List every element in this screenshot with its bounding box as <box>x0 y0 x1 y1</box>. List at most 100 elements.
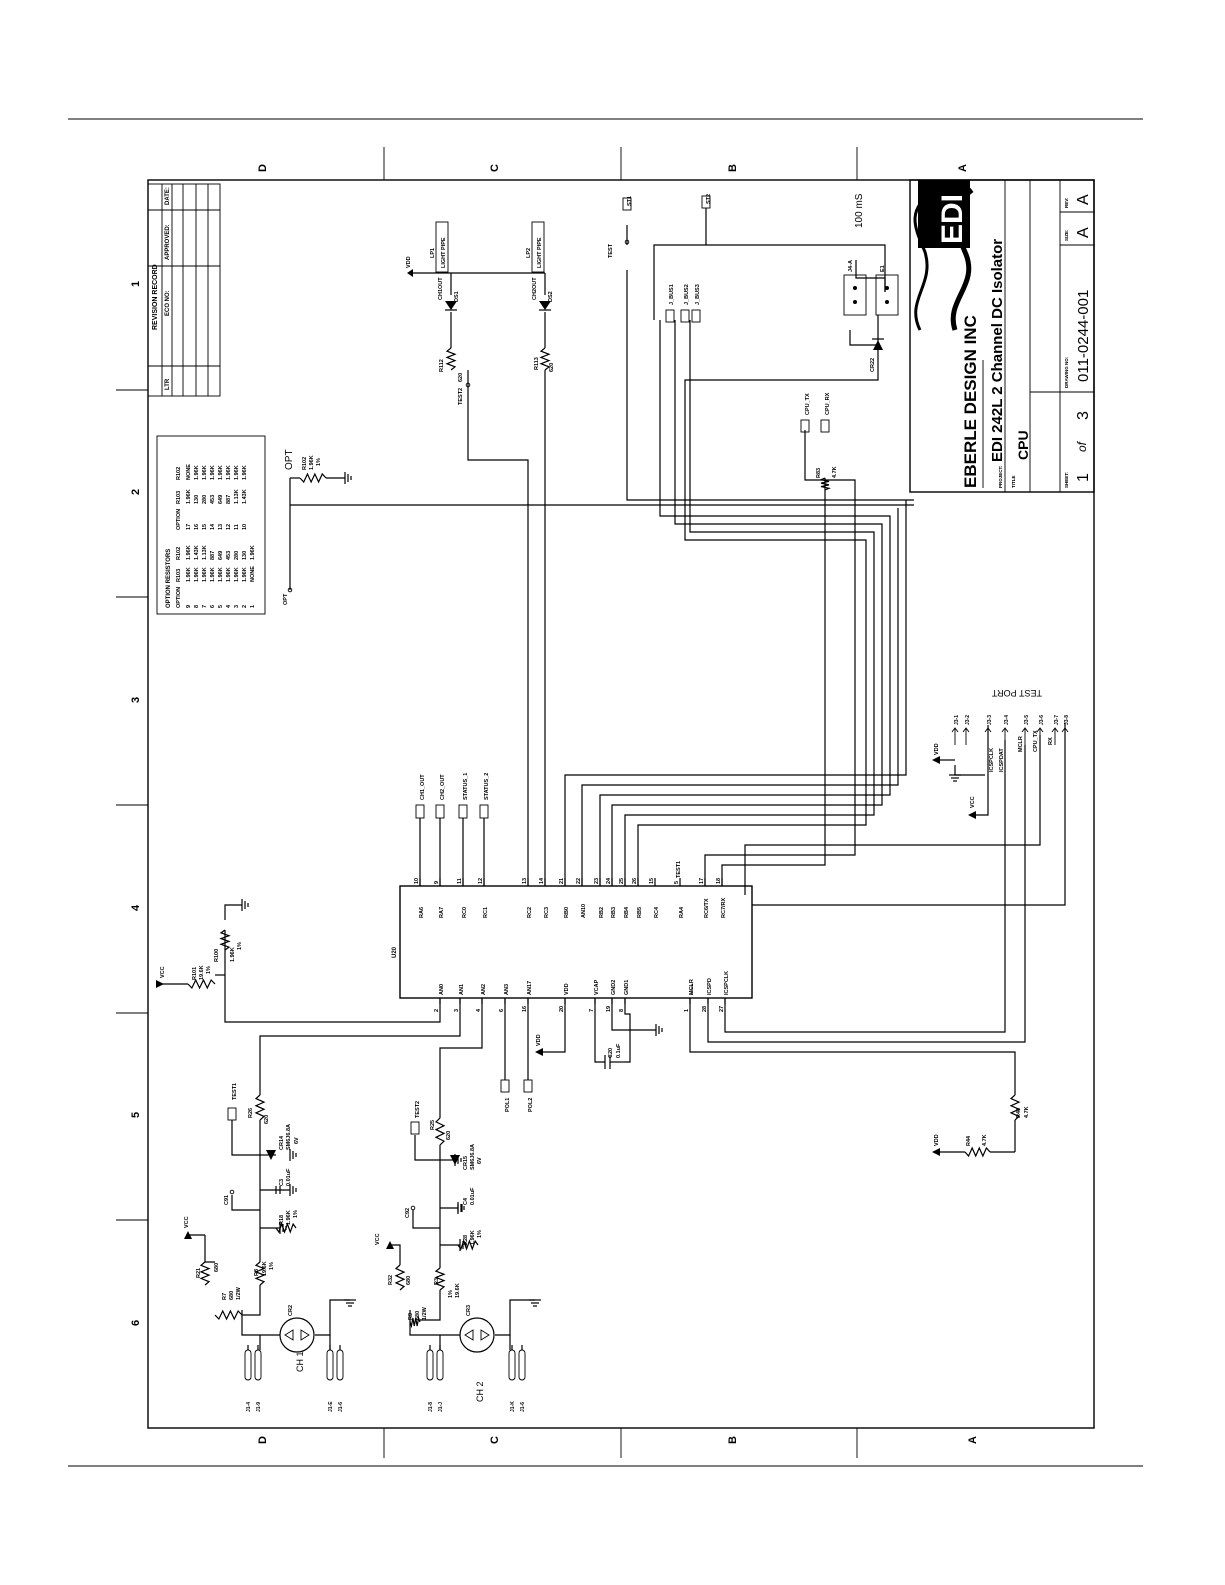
r7-extra: 1/2W <box>236 1286 242 1300</box>
connector-pin <box>508 1349 516 1381</box>
u20-bottom-pin-num: 1 <box>684 1009 690 1012</box>
rev-col-approved: APPROVED: <box>165 224 171 260</box>
ds2-label: DS2 <box>548 291 554 302</box>
option-table-header: OPTION <box>176 587 182 608</box>
zone-top-b: B <box>727 164 739 172</box>
revision-record: REVISION RECORD LTR ECO NO: APPROVED: DA… <box>147 183 221 397</box>
option-table-cell: 5 <box>218 605 224 608</box>
r26-value: 620 <box>264 1115 270 1124</box>
option-table-title: OPTION RESISTORS <box>166 549 172 608</box>
u20-bottom-pin-name: AN3 <box>504 984 510 995</box>
r112-value: 620 <box>458 373 464 382</box>
option-table-cell: 1.96K <box>226 567 232 582</box>
ground-icon <box>529 1299 541 1307</box>
option-table-cell: 2 <box>242 605 248 608</box>
option-table-header: R102 <box>176 547 182 560</box>
option-table-cell: 9 <box>186 605 192 608</box>
cr3-surge-device <box>459 1317 495 1353</box>
r44-value: 4.7K <box>982 1134 988 1146</box>
sheet-total: 3 <box>1075 411 1092 420</box>
lp1-light-pipe: LIGHT PIPE <box>441 237 447 268</box>
zone-bottom-b: B <box>727 1436 739 1444</box>
sheet-of: of <box>1075 440 1089 452</box>
r25-value: 620 <box>446 1131 452 1140</box>
u20-bottom-pin-name: ICSPCLK <box>724 971 730 995</box>
option-table-cell: 1.96K <box>186 489 192 504</box>
option-table-cell: 6 <box>210 605 216 608</box>
u20-bottom-pin-num: 8 <box>619 1009 625 1012</box>
u20-bottom-pin-name: AN1 <box>459 984 465 995</box>
status2-label: STATUS_2 <box>484 773 490 800</box>
u20-top-pin-name: RA6 <box>419 907 425 918</box>
r18-tol: 1% <box>293 1210 299 1218</box>
r101-value: 19.6K <box>199 965 205 980</box>
ch1-left-connector-pin: J1-9 <box>256 1402 262 1412</box>
cr22-diode <box>873 340 883 350</box>
u20-top-pin-name: RC6/TX <box>704 898 710 918</box>
option-table-cell: 1.96K <box>210 465 216 480</box>
zone-num-5: 5 <box>130 1112 142 1118</box>
j4a-jumper <box>843 274 867 316</box>
st2-label: ST2 <box>706 194 712 204</box>
resistor-zigzag <box>275 1222 297 1234</box>
drawing-number: 011-0244-001 <box>1075 290 1092 382</box>
u20-mcu: U20 10RA69RA711RC012RC113RC214RC321RB022… <box>392 877 753 1012</box>
sheet-title: CPU <box>1015 430 1031 460</box>
option-table-cell: 4 <box>226 604 232 608</box>
u20-top-pin-num: 22 <box>576 878 582 884</box>
revision-record-title: REVISION RECORD <box>152 264 159 330</box>
st1-label: ST1 <box>627 196 633 206</box>
resistor-zigzag <box>219 929 231 951</box>
icspdat-net: ICSPDAT <box>999 748 1005 772</box>
cr2-label: CR2 <box>288 1305 294 1316</box>
u20-bottom-pin-name: GND2 <box>611 980 617 995</box>
u20-bottom-pin-name: GND1 <box>624 980 630 995</box>
resistor-zigzag <box>214 1309 243 1321</box>
rev-col-eco: ECO NO: <box>165 290 171 316</box>
option-table-cell: 3 <box>234 605 240 608</box>
r83-ref: R83 <box>816 468 822 478</box>
vcc-label-ch1: VCC <box>184 1216 190 1228</box>
option-table-cell: 130 <box>242 551 248 560</box>
u20-top-pin-name: RC3 <box>544 907 550 918</box>
rev-col-date: DATE: <box>165 187 171 205</box>
r46-ref: R46 <box>1016 1108 1022 1118</box>
option-table-cell: 1.96K <box>226 465 232 480</box>
ch2out-led-label: CH2OUT <box>532 277 538 300</box>
connector-pin <box>426 1349 434 1381</box>
option-table-cell: 1.13K <box>202 545 208 560</box>
r102-tol: 1% <box>316 458 322 466</box>
test2-label-top: TEST2 <box>458 388 464 405</box>
u20-top-pin-num: 24 <box>606 877 612 884</box>
vdd-label-u20: VDD <box>536 1034 542 1046</box>
option-table-cell: 887 <box>226 495 232 504</box>
ground-icon <box>241 899 249 911</box>
ground-icon <box>344 1299 356 1307</box>
u20-bottom-pin-num: 16 <box>522 1006 528 1012</box>
u20-top-pin-num: 11 <box>457 878 463 884</box>
option-table-header: R102 <box>176 467 182 480</box>
r112-ref: R112 <box>439 359 445 372</box>
test-port-pin: J3-8 <box>1064 715 1070 725</box>
u20-top-pin-num: 25 <box>619 878 625 884</box>
ch2-left-connector-pin: J1-J <box>438 1402 444 1412</box>
zone-top-a: A <box>957 164 969 172</box>
company-name: EBERLE DESIGN INC <box>961 315 980 488</box>
u20-top-pin-num: 10 <box>414 878 420 884</box>
r8-value: 19.6K <box>262 1261 268 1276</box>
r18-value: 1.96K <box>286 1210 292 1225</box>
zone-num-4: 4 <box>130 904 142 911</box>
connector-pin <box>336 1349 344 1381</box>
ground-icon <box>289 1149 297 1161</box>
wiring <box>188 208 1066 1350</box>
u20-bottom-pin-name: AN0 <box>439 984 445 995</box>
cpu-tx-label: CPU_TX <box>805 393 811 415</box>
vdd-label-r44: VDD <box>934 1134 940 1146</box>
resistor-zigzag <box>254 1094 266 1121</box>
r9-extra: 1/2W <box>422 1306 428 1320</box>
connector-pin <box>436 1349 444 1381</box>
r102-value: 1.96K <box>309 455 315 470</box>
u20-bottom-pin-num: 2 <box>434 1009 440 1012</box>
logo-text: EDI <box>936 194 969 244</box>
